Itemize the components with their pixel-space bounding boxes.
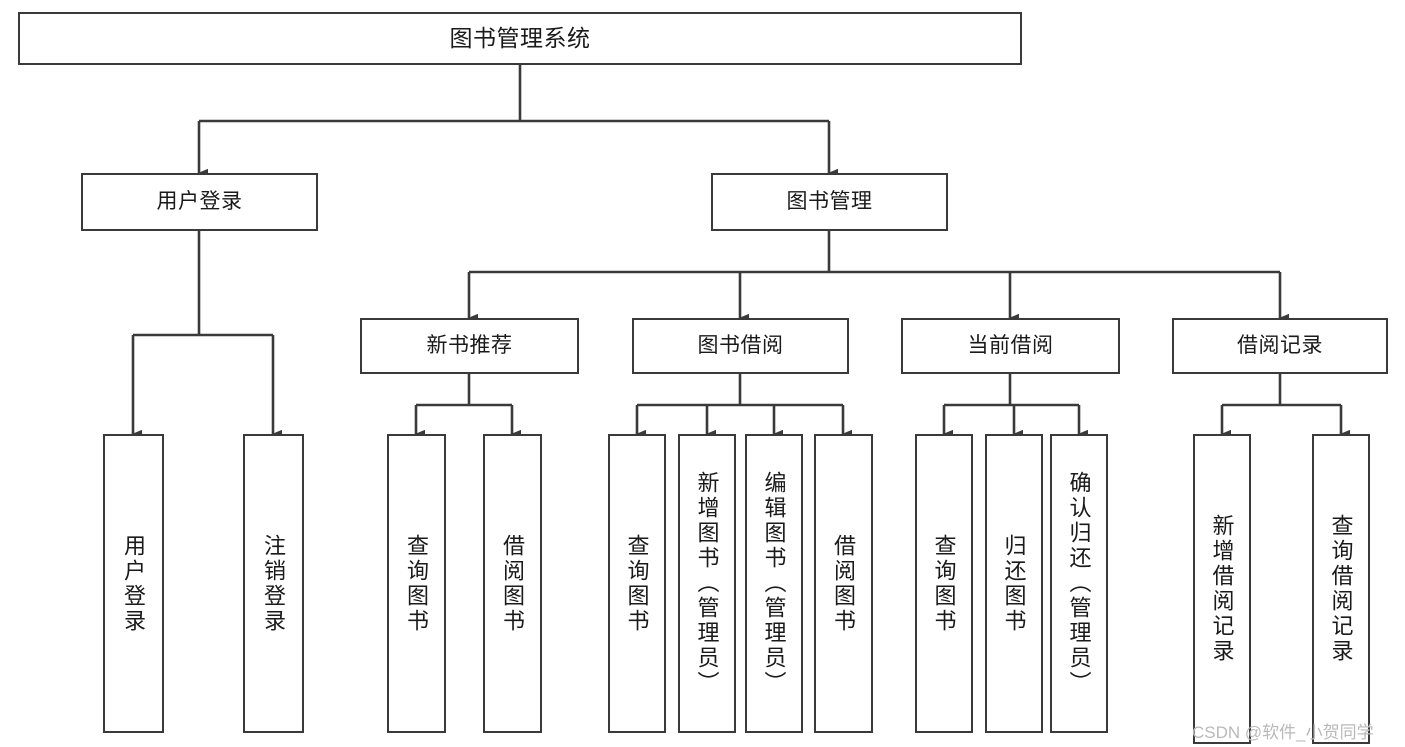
node-label-leaf-add-record: 新增借阅记录 (1209, 514, 1235, 664)
node-leaf-query-book-2[interactable]: 查询图书 (608, 434, 666, 733)
node-leaf-add-book[interactable]: 新增图书（管理员） (678, 434, 736, 733)
node-leaf-return-book[interactable]: 归还图书 (985, 434, 1043, 733)
node-leaf-query-book-1[interactable]: 查询图书 (387, 434, 446, 733)
node-label-leaf-confirm-return: 确认归还（管理员） (1066, 471, 1092, 696)
node-label-leaf-query-book-2: 查询图书 (624, 533, 650, 634)
node-leaf-confirm-return[interactable]: 确认归还（管理员） (1050, 434, 1108, 733)
node-root[interactable]: 图书管理系统 (18, 12, 1022, 65)
node-book-borrow[interactable]: 图书借阅 (632, 318, 849, 374)
node-leaf-query-record[interactable]: 查询借阅记录 (1312, 434, 1370, 744)
node-label-leaf-add-book: 新增图书（管理员） (694, 471, 720, 696)
node-label-borrow-record: 借阅记录 (1237, 333, 1323, 357)
node-label-leaf-return-book: 归还图书 (1001, 533, 1027, 634)
node-leaf-add-record[interactable]: 新增借阅记录 (1193, 434, 1251, 744)
node-leaf-borrow-book-2[interactable]: 借阅图书 (814, 434, 873, 733)
node-label-leaf-logout: 注销登录 (261, 533, 287, 634)
node-current-borrow[interactable]: 当前借阅 (901, 318, 1120, 374)
node-label-leaf-user-login: 用户登录 (121, 533, 147, 634)
node-new-book-rec[interactable]: 新书推荐 (360, 318, 579, 374)
node-leaf-borrow-book-1[interactable]: 借阅图书 (483, 434, 542, 733)
watermark-text: CSDN @软件_小贺同学 (1192, 723, 1374, 742)
node-label-current-borrow: 当前借阅 (967, 333, 1054, 357)
node-label-leaf-query-book-1: 查询图书 (404, 533, 430, 634)
node-leaf-edit-book[interactable]: 编辑图书（管理员） (745, 434, 803, 733)
node-user-login[interactable]: 用户登录 (81, 173, 318, 231)
node-label-book-manage: 图书管理 (786, 189, 873, 213)
node-label-leaf-edit-book: 编辑图书（管理员） (761, 471, 787, 696)
node-label-leaf-query-record: 查询借阅记录 (1328, 514, 1354, 664)
node-book-manage[interactable]: 图书管理 (711, 173, 948, 231)
node-label-new-book-rec: 新书推荐 (426, 333, 513, 357)
node-leaf-logout[interactable]: 注销登录 (243, 434, 304, 733)
node-label-leaf-borrow-book-2: 借阅图书 (831, 533, 857, 634)
node-label-book-borrow: 图书借阅 (697, 333, 784, 357)
node-borrow-record[interactable]: 借阅记录 (1172, 318, 1388, 374)
node-leaf-query-book-3[interactable]: 查询图书 (915, 434, 973, 733)
node-leaf-user-login[interactable]: 用户登录 (103, 434, 164, 733)
node-label-root: 图书管理系统 (449, 25, 591, 52)
node-label-leaf-borrow-book-1: 借阅图书 (500, 533, 526, 634)
node-label-user-login: 用户登录 (156, 189, 243, 213)
node-label-leaf-query-book-3: 查询图书 (931, 533, 957, 634)
connector-lines (131, 65, 1350, 439)
